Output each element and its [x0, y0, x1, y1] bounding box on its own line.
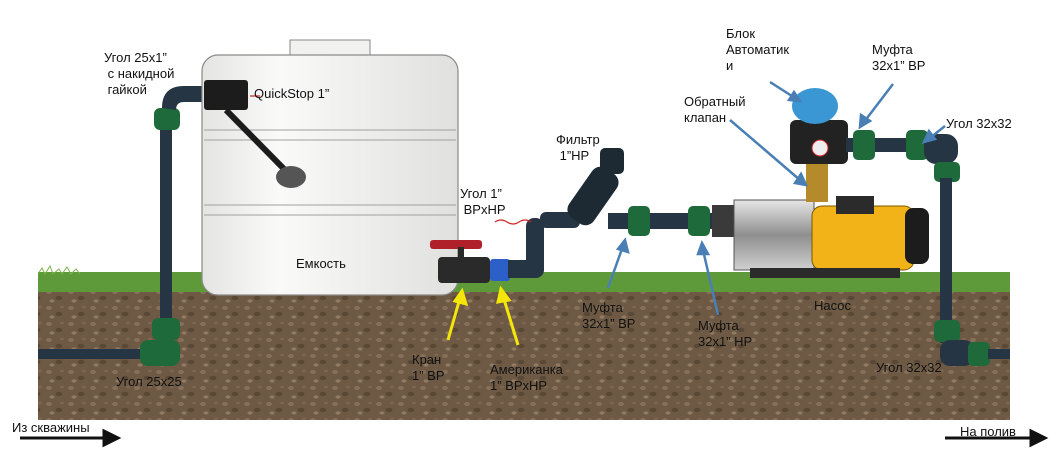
corner-25-elbow [140, 340, 180, 366]
valve-handle [430, 240, 482, 249]
arrow-from-well-head [102, 428, 122, 448]
quickstop-body [204, 80, 248, 110]
label-american: Американка 1” ВРхНР [490, 362, 563, 393]
label-corner-25: Угол 25х25 [116, 374, 182, 389]
pump-motor [811, 205, 915, 271]
corner-top-elbow [162, 86, 204, 110]
muft-nr-fitting [688, 206, 710, 236]
arrow-valve [446, 297, 462, 341]
connector-ugol-1 [494, 219, 532, 225]
check-valve [806, 162, 828, 202]
float-ball [276, 166, 306, 188]
corner-32-top-elbow [924, 134, 958, 164]
label-corner-top: Угол 25х1” с накидной гайкой [104, 50, 175, 97]
discharge-pipe-bottom [988, 349, 1010, 359]
supply-pipe-vertical [160, 110, 172, 340]
label-ugol-1: Угол 1” ВРхНР [460, 186, 506, 217]
arrow-muft-top [863, 83, 894, 123]
filter-body [567, 166, 619, 226]
arrow-muft-vr [606, 245, 625, 289]
arrow-corner-32-top-head [921, 128, 938, 144]
soil [38, 288, 1010, 420]
corner-32-top-fitting-a [906, 130, 928, 160]
arrow-american-head [496, 285, 512, 304]
riser-pipe [526, 218, 544, 278]
label-check-valve: Обратный клапан [684, 94, 746, 125]
quickstop-arm [223, 107, 288, 173]
arrow-american [501, 295, 520, 346]
label-corner-32-bottom: Угол 32х32 [876, 360, 942, 375]
arrow-muft-nr [701, 249, 720, 316]
pump-foot [750, 268, 900, 278]
block-dome [792, 88, 838, 124]
muft-vr-fitting [628, 206, 650, 236]
label-from-well: Из скважины [12, 420, 90, 435]
supply-pipe-bottom [38, 349, 168, 359]
tank-body [201, 54, 459, 296]
label-filter: Фильтр 1”НР [556, 132, 600, 163]
arrow-to-irrigation-head [1029, 428, 1049, 448]
corner-top-fitting [154, 108, 180, 130]
label-pump: Насос [814, 298, 851, 313]
corner-32-bottom-fitting [934, 320, 960, 342]
corner-32-bottom-fitting-b [968, 342, 990, 366]
label-valve: Кран 1” ВР [412, 352, 445, 383]
label-corner-32-top: Угол 32х32 [946, 116, 1012, 131]
pump-terminal [836, 196, 874, 214]
arrow-check-valve-head [792, 171, 809, 187]
corner-25-fitting [152, 318, 180, 340]
muft-top-fitting [853, 130, 875, 160]
label-block: Блок Автоматик и [726, 26, 790, 73]
arrow-block-head [786, 89, 803, 103]
american-fitting [490, 259, 510, 281]
valve-stem [458, 247, 464, 259]
label-tank: Емкость [296, 256, 346, 271]
arrow-valve-head [452, 287, 469, 307]
pump-stages [733, 199, 815, 271]
filter-cap [600, 148, 624, 174]
label-muft-nr: Муфта 32х1” НР [698, 318, 753, 349]
arrow-check-valve [729, 119, 801, 181]
valve-body [438, 257, 490, 283]
grass-blades [37, 264, 81, 276]
pump-end-cap [905, 208, 929, 264]
corner-32-bottom-elbow [940, 340, 974, 366]
tank-cap [289, 39, 371, 57]
arrow-muft-nr-head [696, 239, 711, 256]
discharge-pipe-vertical [940, 178, 952, 343]
label-muft-vr: Муфта 32х1” ВР [582, 300, 636, 331]
corner-32-top-fitting-b [934, 162, 960, 182]
arrow-muft-top-head [858, 112, 873, 130]
block-gauge [811, 139, 829, 157]
arrow-muft-vr-head [615, 237, 630, 254]
label-to-irrigation: На полив [960, 424, 1016, 439]
label-quickstop: QuickStop 1” [254, 86, 330, 101]
label-muft-top: Муфта 32х1” ВР [872, 42, 926, 73]
